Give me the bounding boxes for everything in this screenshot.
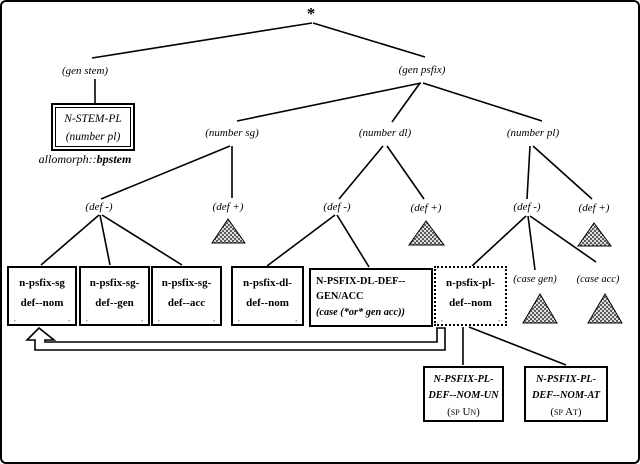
leaf-box-line1: n-psfix-sg-	[161, 277, 212, 289]
corner-mark-left: ,	[14, 315, 16, 323]
node-number-sg: (number sg)	[205, 127, 259, 139]
triangle-sg-defplus	[211, 218, 246, 244]
edge-pldef-casegen	[527, 215, 536, 271]
node-number-dl: (number dl)	[358, 127, 412, 139]
leaf-box-line1: n-psfix-sg-	[89, 277, 140, 289]
corner-mark-right: ,	[498, 315, 500, 323]
edge-genpsfix-numbersg	[236, 82, 422, 122]
leaf-box-sg-acc: n-psfix-sg- def--acc , ,	[151, 266, 222, 326]
node-pl-def-plus: (def +)	[578, 202, 610, 214]
edge-numbersg-defminus	[100, 145, 231, 200]
corner-mark-right: ,	[141, 315, 143, 323]
node-case-acc: (case acc)	[576, 274, 620, 285]
node-dl-def-plus: (def +)	[410, 202, 442, 214]
corner-mark-left: ,	[238, 315, 240, 323]
leaf-box-dl-nom: n-psfix-dl- def--nom , ,	[231, 266, 304, 326]
edge-sgdef-acc	[101, 214, 183, 266]
edge-pldef-caseacc	[529, 215, 597, 263]
tree-edges	[40, 22, 597, 366]
leaf-box-line2: def--nom	[449, 297, 492, 310]
leaf-box-line1: n-psfix-dl-	[243, 277, 292, 289]
node-dl-def-minus: (def -)	[323, 201, 351, 213]
edge-genpsfix-numberpl	[422, 82, 543, 122]
edge-dldef-nom	[266, 214, 336, 267]
node-case-gen: (case gen)	[513, 274, 557, 285]
edge-numberdl-defminus	[338, 145, 384, 200]
leaf-box-sg-gen: n-psfix-sg- def--gen , ,	[79, 266, 150, 326]
corner-mark-right: ,	[68, 315, 70, 323]
leaf-box-line1: n-psfix-sg	[19, 277, 65, 289]
leaf-box-line1: n-psfix-pl-	[446, 277, 495, 289]
node-pl-def-minus: (def -)	[513, 201, 541, 213]
allomorph-caption-value: bpstem	[96, 152, 132, 166]
edge-pldef-plnom	[471, 215, 527, 267]
corner-mark-left: ,	[86, 315, 88, 323]
node-sg-def-minus: (def -)	[85, 201, 113, 213]
corner-mark-right: ,	[213, 315, 215, 323]
leaf-box-line3: (sp Un)	[447, 405, 480, 418]
edge-sgdef-gen	[99, 214, 111, 266]
leaf-box-pl-nom: n-psfix-pl- def--nom , ,	[434, 266, 507, 326]
leaf-box-line2: def--nom	[20, 297, 64, 310]
stem-box-feature: (number pl)	[65, 130, 121, 143]
leaf-box-pl-nom-un: N-PSFIX-PL- DEF--NOM-UN (sp Un)	[423, 366, 504, 422]
edge-numberpl-defminus	[526, 145, 531, 200]
leaf-box-sg-nom: n-psfix-sg def--nom , ,	[7, 266, 77, 326]
edge-root-genpsfix	[312, 22, 426, 58]
node-sg-def-plus: (def +)	[212, 201, 244, 213]
stem-box-inner: N-STEM-PL (number pl)	[55, 107, 131, 147]
leaf-box-line3: (sp At)	[550, 405, 582, 418]
leaf-box-line3: (case (*or* gen acc))	[316, 306, 405, 318]
loop-arrow	[25, 326, 446, 351]
leaf-box-line2: GEN/ACC	[316, 291, 364, 303]
leaf-box-line2: def--gen	[95, 297, 134, 310]
allomorph-caption-prefix: allomorph::	[38, 152, 97, 166]
leaf-box-line1: N-PSFIX-PL-	[433, 374, 494, 385]
leaf-box-line2: DEF--NOM-UN	[428, 389, 499, 401]
allomorph-caption: allomorph::bpstem	[39, 152, 132, 167]
triangle-pl-defplus	[577, 222, 612, 247]
leaf-box-line2: DEF--NOM-AT	[531, 389, 601, 401]
leaf-box-line1: N-PSFIX-PL-	[535, 374, 597, 385]
stem-box-name: N-STEM-PL	[64, 113, 122, 125]
triangle-case-acc	[587, 293, 623, 324]
node-gen-psfix: (gen psfix)	[398, 64, 446, 76]
corner-mark-right: ,	[295, 315, 297, 323]
corner-mark-left: ,	[441, 315, 443, 323]
node-number-pl: (number pl)	[506, 127, 560, 139]
leaf-box-line2: def--nom	[246, 297, 289, 310]
edge-numberdl-defplus	[386, 145, 425, 200]
placeholder-triangles	[211, 218, 623, 324]
edge-dldef-genacc	[336, 214, 370, 268]
edge-numberpl-defplus	[532, 145, 593, 200]
edge-genpsfix-numberdl	[391, 82, 421, 123]
edge-plnom-at	[468, 326, 567, 366]
stem-box: N-STEM-PL (number pl)	[51, 103, 135, 151]
triangle-dl-defplus	[408, 220, 445, 246]
node-gen-stem: (gen stem)	[61, 65, 109, 77]
edge-sgdef-nom	[40, 214, 100, 266]
leaf-box-line2: def--acc	[167, 297, 206, 310]
leaf-box-pl-nom-at: N-PSFIX-PL- DEF--NOM-AT (sp At)	[524, 366, 608, 422]
triangle-case-gen	[522, 293, 558, 324]
leaf-box-line1: N-PSFIX-DL-DEF--	[316, 276, 406, 287]
edge-root-genstem	[91, 22, 313, 59]
leaf-box-dl-genacc: N-PSFIX-DL-DEF-- GEN/ACC (case (*or* gen…	[309, 268, 433, 327]
root-node: *	[306, 4, 316, 23]
corner-mark-left: ,	[158, 315, 160, 323]
